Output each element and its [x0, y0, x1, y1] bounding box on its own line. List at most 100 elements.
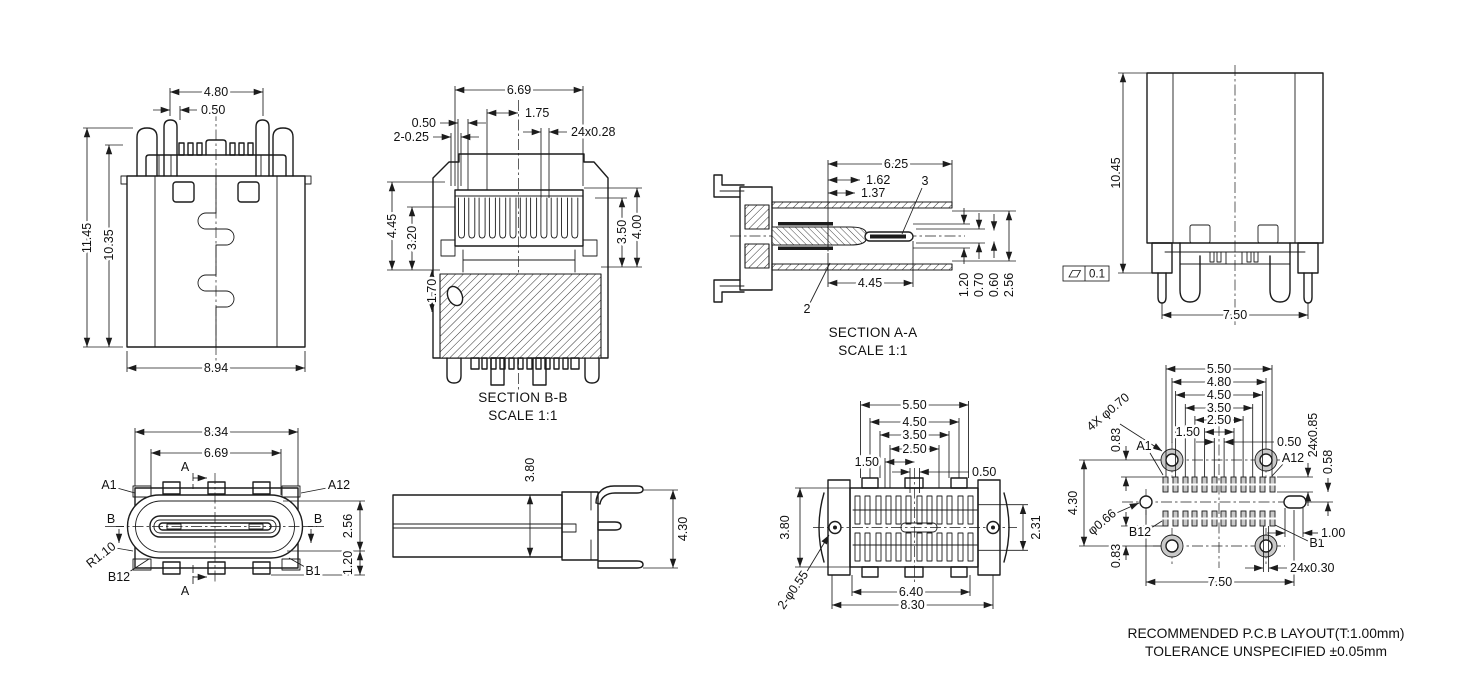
dim-bb-center-pitch: 1.75: [525, 106, 549, 120]
dim-pcb-480: 4.80: [1207, 375, 1231, 389]
dim-aa-060: 0.60: [987, 273, 1001, 297]
dim-top-256: 2.56: [341, 514, 355, 538]
top-view-centerlines: [113, 473, 317, 583]
dim-bottom-050: 0.50: [972, 465, 996, 479]
dim-pcb-350: 3.50: [1207, 401, 1231, 415]
dim-side-pin-span: 4.30: [676, 517, 690, 541]
dim-pcb-058: 0.58: [1321, 450, 1335, 474]
dim-front-total-height: 11.45: [80, 223, 94, 253]
dim-bottom-450: 4.50: [902, 415, 926, 429]
dim-bottom-350: 3.50: [902, 428, 926, 442]
pilot-hole: [1139, 495, 1153, 509]
dim-bb-170: 1.70: [425, 279, 439, 303]
bottom-view-dimension-lines: [795, 401, 1028, 609]
dim-bb-contacts: 24x0.28: [571, 125, 616, 139]
dim-top-flange-width: 8.34: [204, 425, 228, 439]
section-bb-title: SECTION B-B: [478, 390, 568, 405]
section-a-label-top: A: [181, 460, 190, 474]
dim-bottom-rivets: 2-φ0.55: [775, 568, 811, 612]
dim-bb-400: 4.00: [630, 215, 644, 239]
pin-label-b1: B1: [305, 564, 320, 578]
section-aa-view: 6.25 1.62 1.37 3 2 4.45 1.20 0.70 0.60 2…: [713, 155, 1019, 361]
dim-pcb-row-span: 4.30: [1066, 491, 1080, 515]
front-view: 4.80 0.50 11.45 10.35 8.94: [78, 83, 312, 378]
dim-rear-leg-span: 7.50: [1223, 308, 1247, 322]
balloon-2: 2: [804, 302, 811, 316]
dim-bottom-250: 2.50: [902, 442, 926, 456]
section-bb-dimension-lines: [387, 86, 642, 312]
rear-view-part-outline: [1146, 72, 1324, 304]
pcb-pads: [1161, 476, 1276, 527]
dim-pcb-pad-length: 24x0.85: [1306, 413, 1320, 458]
dim-top-radius: R1.10: [84, 539, 119, 571]
dim-aa-625: 6.25: [884, 157, 908, 171]
dim-pcb-pad-width: 24x0.30: [1290, 561, 1335, 575]
dim-bb-320: 3.20: [405, 226, 419, 250]
dim-bb-350: 3.50: [615, 220, 629, 244]
section-bb-scale: SCALE 1:1: [488, 408, 558, 423]
dim-pcb-hole-066: φ0.66: [1085, 506, 1119, 538]
dim-aa-162: 1.62: [866, 173, 890, 187]
dim-aa-120: 1.20: [957, 273, 971, 297]
pcb-layout-view: 5.50 4.80 4.50 3.50 2.50 1.50 0.50 4X φ0…: [1064, 360, 1408, 662]
dim-bottom-830: 8.30: [900, 598, 924, 612]
dim-pcb-250: 2.50: [1207, 413, 1231, 427]
rear-view: 0.1 10.45 7.50: [1062, 65, 1324, 325]
pcb-note-line1: RECOMMENDED P.C.B LAYOUT(T:1.00mm): [1127, 626, 1404, 641]
slot-hole: [1283, 495, 1307, 509]
front-view-dimension-lines: [83, 88, 306, 372]
dim-pcb-083-top: 0.83: [1109, 428, 1123, 452]
section-b-label-left: B: [107, 512, 115, 526]
section-a-label-bottom: A: [181, 584, 190, 598]
dim-front-peg-span: 4.80: [204, 85, 228, 99]
dim-pcb-083-bottom: 0.83: [1109, 544, 1123, 568]
section-aa-part-outline: [713, 174, 953, 303]
pad-label-b1: B1: [1309, 536, 1324, 550]
pad-label-b12: B12: [1129, 525, 1151, 539]
side-view-dimension-lines: [526, 489, 678, 569]
dim-bottom-640: 6.40: [899, 585, 923, 599]
dim-aa-445: 4.45: [858, 276, 882, 290]
dim-pcb-100: 1.00: [1321, 526, 1345, 540]
dim-aa-070: 0.70: [972, 273, 986, 297]
dim-front-peg-offset: 0.50: [201, 103, 225, 117]
section-cut-lines: [105, 473, 325, 585]
dim-bottom-231: 2.31: [1029, 515, 1043, 539]
front-view-part-outline: [120, 119, 312, 348]
pin-label-b12: B12: [108, 570, 130, 584]
top-view: 8.34 6.69 A A B B A1 A12 B12 B1 R1.10 2.…: [81, 423, 365, 601]
bottom-view: 5.50 4.50 3.50 2.50 1.50 0.50 3.80 2.31 …: [772, 396, 1045, 615]
dim-bb-posts: 2-0.25: [394, 130, 429, 144]
dim-pcb-550: 5.50: [1207, 362, 1231, 376]
balloon-3: 3: [922, 174, 929, 188]
dim-bb-445: 4.45: [385, 214, 399, 238]
dim-pcb-750: 7.50: [1208, 575, 1232, 589]
dim-top-shell-width: 6.69: [204, 446, 228, 460]
section-b-label-right: B: [314, 512, 322, 526]
section-aa-title: SECTION A-A: [829, 325, 918, 340]
pcb-holes: [1139, 448, 1307, 558]
dim-bottom-380: 3.80: [778, 515, 792, 539]
dim-pcb-150: 1.50: [1176, 425, 1200, 439]
section-aa-dimension-lines: [809, 160, 1016, 304]
dim-rear-height: 10.45: [1109, 157, 1123, 188]
pad-label-a12: A12: [1282, 451, 1304, 465]
side-view: 3.80 4.30: [392, 455, 693, 569]
dim-top-120: 1.20: [341, 551, 355, 575]
pad-label-a1: A1: [1136, 439, 1151, 453]
dim-bottom-550: 5.50: [902, 398, 926, 412]
dim-aa-256: 2.56: [1002, 273, 1016, 297]
flatness-feature-control-frame: [1062, 265, 1110, 282]
section-bb-part-outline: [432, 153, 609, 386]
rear-view-dimension-lines: [1118, 72, 1309, 319]
top-view-dimension-lines: [109, 428, 365, 576]
dim-bb-shell-width: 6.69: [507, 83, 531, 97]
dim-aa-137: 1.37: [861, 186, 885, 200]
bottom-view-part-outline: [818, 477, 1010, 578]
dim-bottom-150: 1.50: [855, 455, 879, 469]
flatness-value: 0.1: [1089, 269, 1105, 281]
pcb-dimension-lines: [1079, 365, 1333, 586]
dim-pcb-050: 0.50: [1277, 435, 1301, 449]
dim-side-body-height: 3.80: [523, 458, 537, 482]
